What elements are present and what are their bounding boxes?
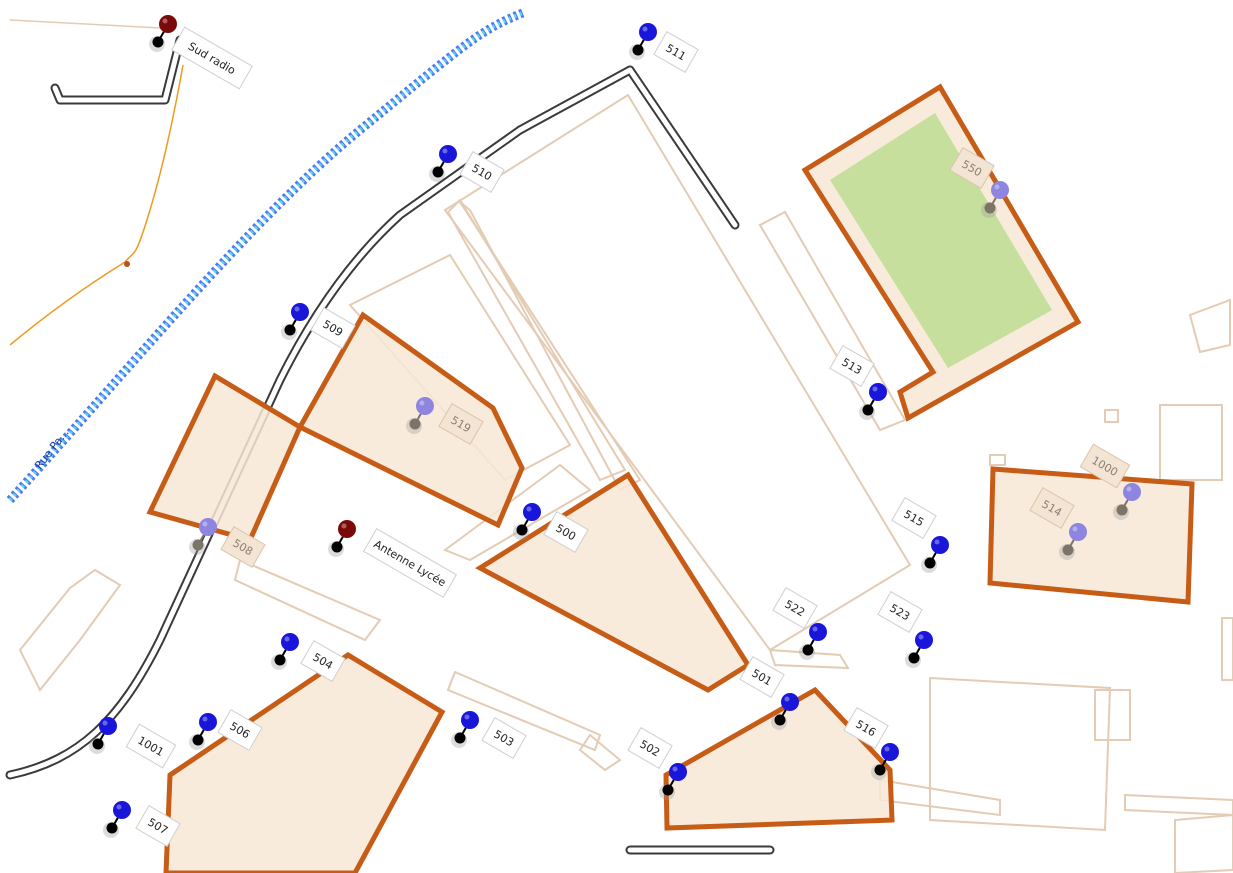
map-pin-icon[interactable] bbox=[281, 633, 299, 651]
map-marker[interactable]: 514 bbox=[1029, 487, 1087, 560]
marker-label: Sud radio bbox=[171, 26, 253, 90]
marker-label: Antenne Lycée bbox=[362, 528, 458, 598]
marker-label: 506 bbox=[217, 709, 263, 751]
marker-label: 503 bbox=[481, 717, 527, 759]
marker-label: 504 bbox=[300, 640, 346, 682]
map-pin-icon[interactable] bbox=[416, 397, 434, 415]
map-marker[interactable]: 1000 bbox=[1079, 443, 1141, 520]
map-pin-icon[interactable] bbox=[1123, 483, 1141, 501]
zone-504[interactable] bbox=[163, 652, 446, 873]
marker-label: 522 bbox=[772, 587, 818, 629]
map-pin-icon[interactable] bbox=[809, 623, 827, 641]
map-pin-icon[interactable] bbox=[991, 181, 1009, 199]
marker-label: 515 bbox=[891, 497, 937, 539]
map-marker[interactable]: 502 bbox=[627, 727, 687, 800]
marker-label: 502 bbox=[627, 727, 673, 769]
map-pin-icon[interactable] bbox=[199, 713, 217, 731]
marker-label: 513 bbox=[829, 345, 875, 387]
map-marker[interactable]: 509 bbox=[281, 303, 356, 349]
map-pin-icon[interactable] bbox=[338, 520, 356, 538]
map-pin-icon[interactable] bbox=[439, 145, 457, 163]
marker-label: 501 bbox=[739, 656, 785, 698]
marker-label: 500 bbox=[543, 511, 589, 553]
map-marker[interactable]: 511 bbox=[629, 23, 699, 73]
map-marker[interactable]: 1001 bbox=[89, 717, 177, 769]
map-pin-icon[interactable] bbox=[881, 743, 899, 761]
zone-508[interactable] bbox=[146, 372, 304, 543]
zones bbox=[146, 83, 1195, 873]
map-pin-icon[interactable] bbox=[461, 711, 479, 729]
map-pin-icon[interactable] bbox=[99, 717, 117, 735]
roads bbox=[5, 19, 775, 855]
map-marker[interactable]: 506 bbox=[189, 709, 263, 751]
marker-label: 1000 bbox=[1079, 443, 1131, 489]
zone-500[interactable] bbox=[475, 471, 752, 693]
map-pin-icon[interactable] bbox=[199, 518, 217, 536]
map-marker[interactable]: 503 bbox=[451, 711, 527, 759]
map-marker[interactable]: 504 bbox=[271, 633, 346, 682]
marker-label: 516 bbox=[843, 707, 889, 749]
marker-label: 514 bbox=[1029, 487, 1075, 529]
map-pin-icon[interactable] bbox=[639, 23, 657, 41]
map-marker[interactable]: 523 bbox=[877, 591, 933, 668]
map-pin-icon[interactable] bbox=[669, 763, 687, 781]
orange-line bbox=[9, 64, 184, 346]
map-marker[interactable]: 513 bbox=[829, 345, 887, 420]
marker-label: 550 bbox=[949, 147, 995, 189]
map-marker[interactable]: Antenne Lycée bbox=[328, 520, 458, 598]
map-marker[interactable]: 522 bbox=[772, 587, 827, 660]
map-marker[interactable]: Sud radio bbox=[149, 15, 253, 90]
map-pin-icon[interactable] bbox=[781, 693, 799, 711]
map-pin-icon[interactable] bbox=[869, 383, 887, 401]
sports-field-grass bbox=[830, 113, 1052, 368]
marker-label: 519 bbox=[438, 403, 484, 445]
map-pin-icon[interactable] bbox=[1069, 523, 1087, 541]
marker-label: 510 bbox=[459, 151, 505, 193]
street-label: Rue Pa... bbox=[32, 426, 72, 472]
map-pin-icon[interactable] bbox=[291, 303, 309, 321]
zone-514[interactable] bbox=[987, 466, 1195, 605]
map-pin-icon[interactable] bbox=[159, 15, 177, 33]
map-pin-icon[interactable] bbox=[523, 503, 541, 521]
marker-label: 507 bbox=[135, 805, 181, 847]
map-marker[interactable]: 550 bbox=[949, 147, 1009, 218]
map-marker[interactable]: 510 bbox=[429, 145, 505, 193]
map-pin-icon[interactable] bbox=[931, 536, 949, 554]
map-marker[interactable]: 501 bbox=[739, 656, 799, 730]
map-marker[interactable]: 515 bbox=[891, 497, 949, 573]
map-marker[interactable]: 508 bbox=[189, 518, 266, 568]
marker-label: 523 bbox=[877, 591, 923, 633]
map-marker[interactable]: 516 bbox=[843, 707, 899, 780]
marker-label: 1001 bbox=[125, 723, 177, 769]
marker-label: 509 bbox=[310, 307, 356, 349]
marker-label: 508 bbox=[220, 526, 266, 568]
map-pin-icon[interactable] bbox=[113, 801, 131, 819]
zone-519[interactable] bbox=[296, 311, 525, 529]
map-marker[interactable]: 519 bbox=[406, 397, 484, 445]
map-marker[interactable]: 500 bbox=[513, 503, 589, 553]
map-pin-icon[interactable] bbox=[915, 631, 933, 649]
map-marker[interactable]: 507 bbox=[103, 801, 181, 847]
marker-label: 511 bbox=[653, 31, 699, 73]
building-outlines bbox=[18, 93, 1233, 873]
